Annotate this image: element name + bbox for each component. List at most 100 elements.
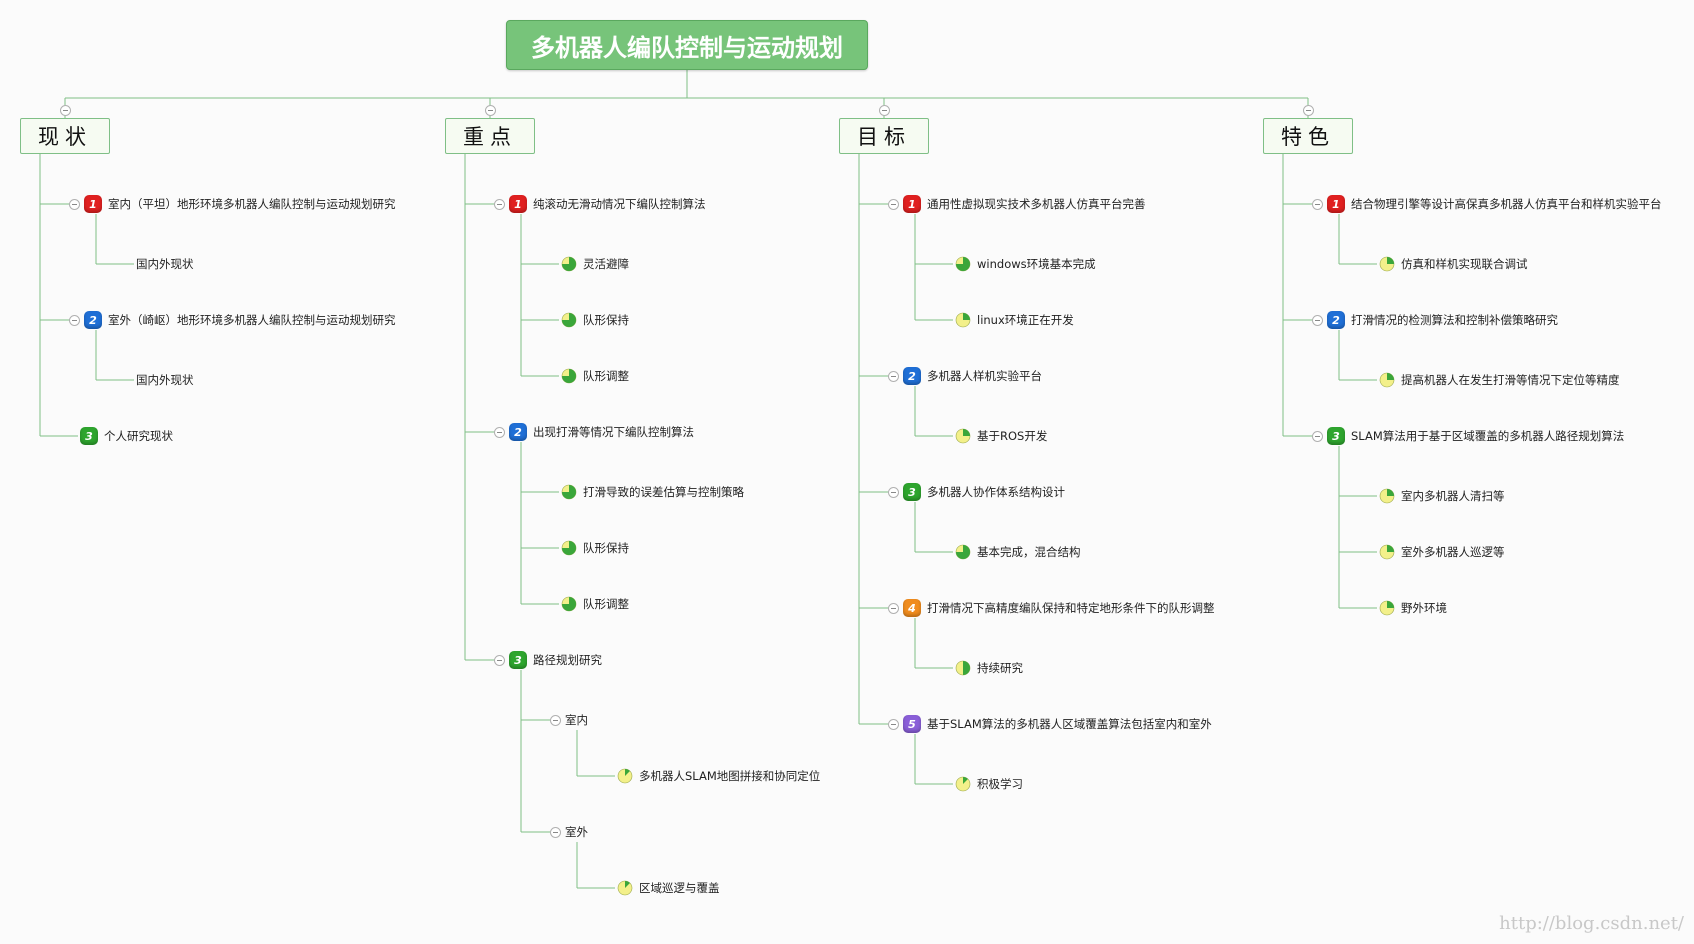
collapse-toggle[interactable] [68,198,80,210]
progress-pie-icon [955,428,971,444]
collapse-toggle-3[interactable] [1302,104,1314,116]
topic-label: 队形调整 [583,597,629,611]
topic-label: 队形保持 [583,541,629,555]
subtopic[interactable]: 队形调整 [561,594,629,614]
collapse-toggle[interactable] [549,714,561,726]
topic-label: 结合物理引擎等设计高保真多机器人仿真平台和样机实验平台 [1351,197,1662,211]
topic-label: 野外环境 [1401,601,1447,615]
collapse-toggle[interactable] [1311,314,1323,326]
main-topic[interactable]: 1 通用性虚拟现实技术多机器人仿真平台完善 [903,194,1146,214]
main-topic[interactable]: 3 多机器人协作体系结构设计 [903,482,1065,502]
progress-pie-icon [561,540,577,556]
subtopic[interactable]: 野外环境 [1379,598,1447,618]
collapse-toggle[interactable] [493,654,505,666]
subtopic[interactable]: 国内外现状 [136,370,194,390]
collapse-toggle[interactable] [887,486,899,498]
subtopic[interactable]: 打滑导致的误差估算与控制策略 [561,482,744,502]
progress-pie-icon [955,312,971,328]
collapse-toggle[interactable] [887,198,899,210]
watermark: http://blog.csdn.net/ [1499,913,1684,934]
subtopic[interactable]: 队形保持 [561,310,629,330]
topic-label: 多机器人协作体系结构设计 [927,485,1065,499]
subtopic[interactable]: 基于ROS开发 [955,426,1047,446]
progress-pie-icon [1379,544,1395,560]
subtopic[interactable]: 区域巡逻与覆盖 [617,878,720,898]
subtopic[interactable]: 基本完成，混合结构 [955,542,1081,562]
root-topic[interactable]: 多机器人编队控制与运动规划 [506,20,868,70]
topic-label: linux环境正在开发 [977,313,1074,327]
collapse-toggle[interactable] [1311,430,1323,442]
collapse-toggle[interactable] [549,826,561,838]
category-2[interactable]: 目标 [839,118,929,154]
priority-3-icon: 3 [903,483,921,501]
progress-pie-icon [955,776,971,792]
collapse-toggle-0[interactable] [59,104,71,116]
priority-1-icon: 1 [903,195,921,213]
subtopic[interactable]: 持续研究 [955,658,1023,678]
collapse-toggle[interactable] [68,314,80,326]
category-3[interactable]: 特色 [1263,118,1353,154]
topic-label: 国内外现状 [136,373,194,387]
subtopic[interactable]: 积极学习 [955,774,1023,794]
priority-2-icon: 2 [84,311,102,329]
topic-label: 提高机器人在发生打滑等情况下定位等精度 [1401,373,1620,387]
topic-label: 多机器人SLAM地图拼接和协同定位 [639,769,821,783]
topic-label: 室内（平坦）地形环境多机器人编队控制与运动规划研究 [108,197,396,211]
topic-label: 队形保持 [583,313,629,327]
subtopic[interactable]: 队形调整 [561,366,629,386]
subtopic[interactable]: 室内多机器人清扫等 [1379,486,1505,506]
subtopic[interactable]: 室外多机器人巡逻等 [1379,542,1505,562]
progress-pie-icon [561,484,577,500]
subtopic[interactable]: windows环境基本完成 [955,254,1096,274]
main-topic[interactable]: 2 出现打滑等情况下编队控制算法 [509,422,694,442]
progress-pie-icon [955,256,971,272]
collapse-toggle[interactable] [493,426,505,438]
collapse-toggle[interactable] [493,198,505,210]
progress-pie-icon [955,660,971,676]
priority-2-icon: 2 [509,423,527,441]
priority-1-icon: 1 [509,195,527,213]
category-1[interactable]: 重点 [445,118,535,154]
subtopic[interactable]: 提高机器人在发生打滑等情况下定位等精度 [1379,370,1620,390]
collapse-toggle[interactable] [1311,198,1323,210]
subtopic[interactable]: 灵活避障 [561,254,629,274]
subtopic[interactable]: 仿真和样机实现联合调试 [1379,254,1528,274]
subtopic[interactable]: 室外 [565,822,588,842]
topic-label: 通用性虚拟现实技术多机器人仿真平台完善 [927,197,1146,211]
topic-label: 持续研究 [977,661,1023,675]
subtopic[interactable]: 室内 [565,710,588,730]
collapse-toggle[interactable] [887,370,899,382]
progress-pie-icon [617,768,633,784]
progress-pie-icon [1379,372,1395,388]
topic-label: 国内外现状 [136,257,194,271]
priority-3-icon: 3 [1327,427,1345,445]
topic-label: 出现打滑等情况下编队控制算法 [533,425,694,439]
subtopic[interactable]: linux环境正在开发 [955,310,1074,330]
collapse-toggle-2[interactable] [878,104,890,116]
topic-label: 室内多机器人清扫等 [1401,489,1505,503]
collapse-toggle[interactable] [887,718,899,730]
subtopic[interactable]: 国内外现状 [136,254,194,274]
collapse-toggle[interactable] [887,602,899,614]
progress-pie-icon [617,880,633,896]
topic-label: 灵活避障 [583,257,629,271]
progress-pie-icon [561,256,577,272]
collapse-toggle-1[interactable] [484,104,496,116]
category-0[interactable]: 现状 [20,118,110,154]
subtopic[interactable]: 多机器人SLAM地图拼接和协同定位 [617,766,820,786]
subtopic[interactable]: 队形保持 [561,538,629,558]
priority-5-icon: 5 [903,715,921,733]
priority-3-icon: 3 [509,651,527,669]
progress-pie-icon [561,596,577,612]
